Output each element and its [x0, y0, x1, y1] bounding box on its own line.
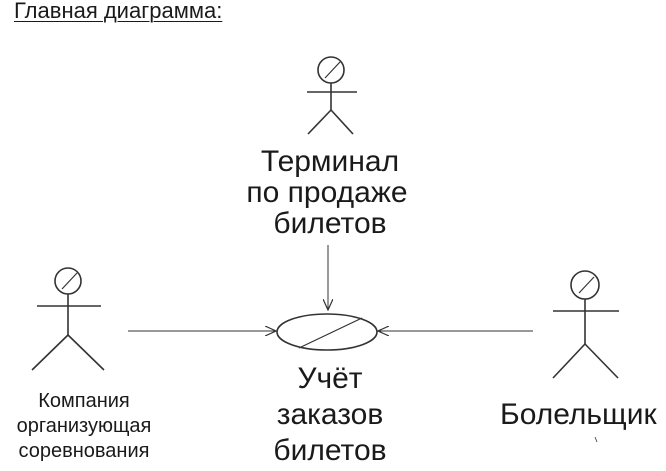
stray-mark: [594, 436, 598, 443]
actor-fan-label-line-1: Болельщик: [500, 398, 657, 431]
actor-terminal-label-line-1: Терминал: [260, 145, 400, 178]
actor-company-label-line-1: Компания: [38, 390, 130, 412]
actor-company-icon: [31, 267, 105, 371]
actor-fan-label: Болельщик: [500, 398, 657, 432]
actor-fan-icon: [552, 270, 619, 379]
actor-terminal-label: Терминал по продаже билетов: [245, 146, 415, 239]
actor-terminal-label-line-2: по продаже: [246, 176, 408, 209]
actor-company-label-line-3: соревнования: [18, 440, 150, 462]
use-case-label-line-3: билетов: [273, 434, 387, 467]
actor-company-label: Компания организующая соревнования: [0, 389, 168, 464]
actor-terminal-icon: [307, 56, 357, 135]
diagram-title: Главная диаграмма:: [14, 0, 223, 23]
use-case-label-line-1: Учёт: [297, 362, 363, 395]
use-case-label: Учёт заказов билетов: [255, 361, 405, 469]
use-case-ellipse: [276, 313, 378, 351]
actor-company-label-line-2: организующая: [16, 415, 152, 437]
actor-terminal-label-line-3: билетов: [273, 207, 387, 240]
use-case-label-line-2: заказов: [276, 398, 384, 431]
